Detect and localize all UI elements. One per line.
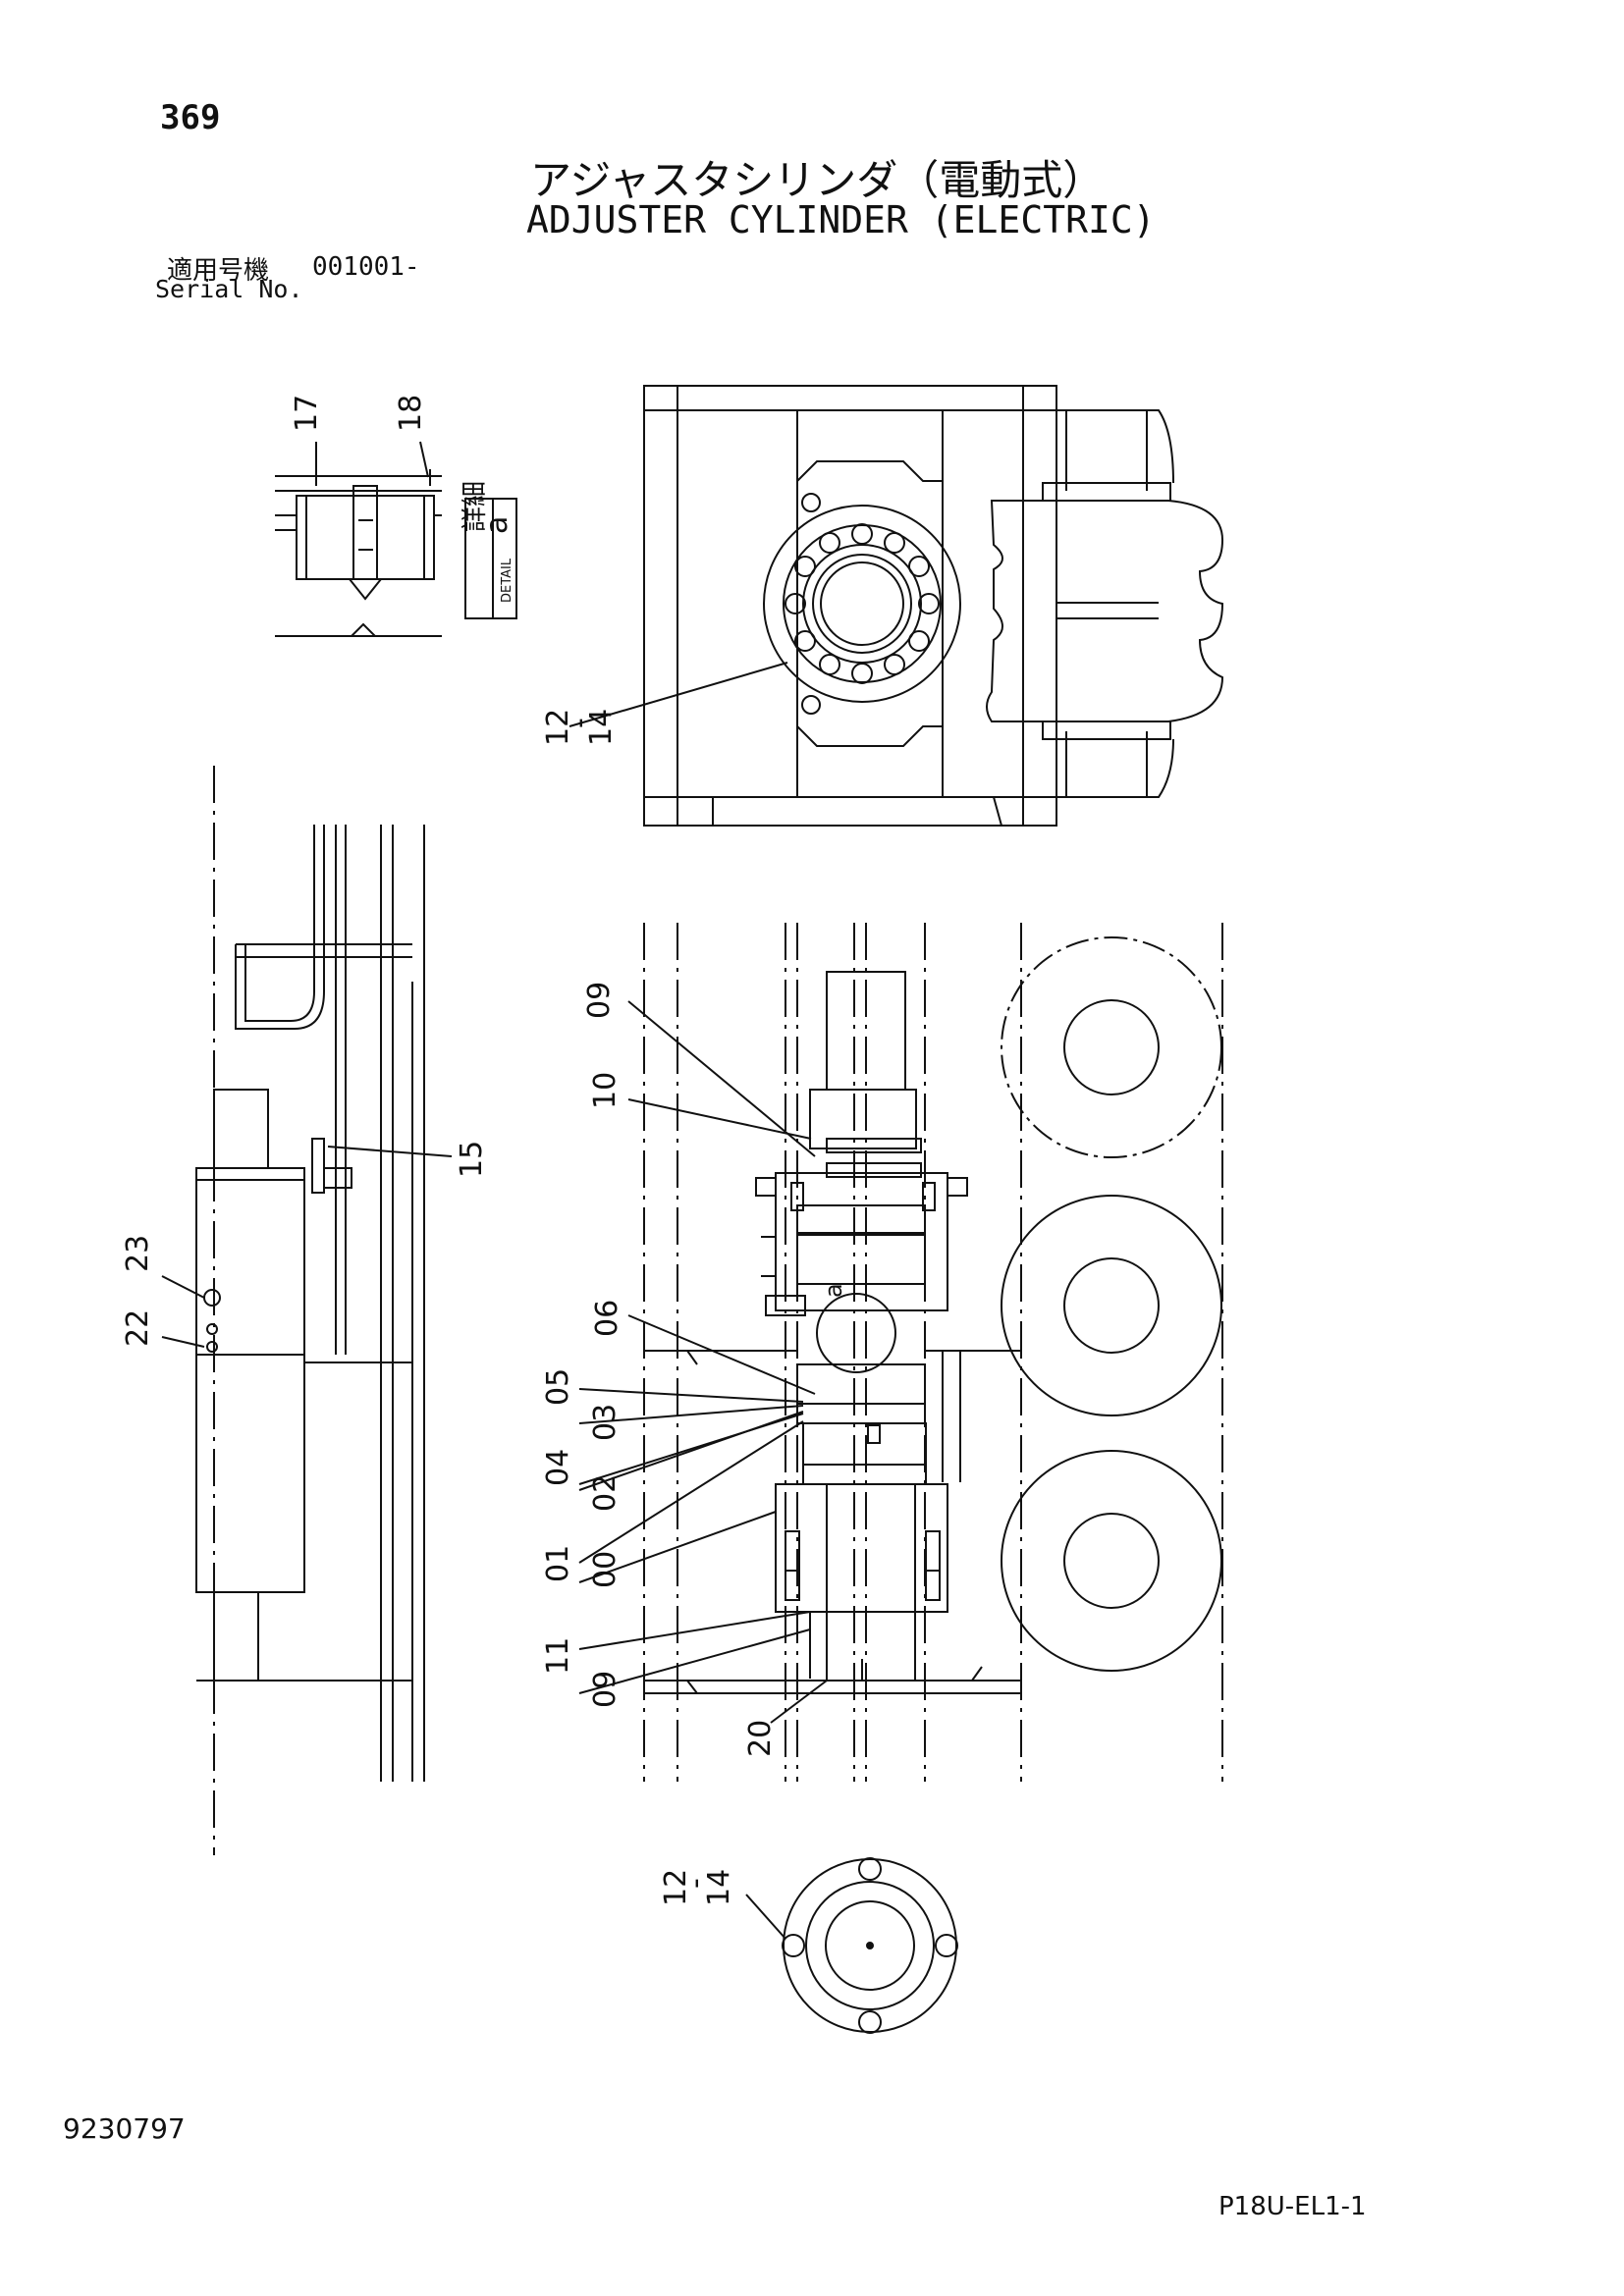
callout-10: 10 <box>588 1072 623 1109</box>
detail-a-view <box>275 469 442 637</box>
callout-02: 02 <box>588 1474 623 1512</box>
callout-labels: 詳細 DETAIL a a 17 18 12 - 14 15 23 22 09 … <box>121 395 847 1906</box>
callout-dash-bottom: - <box>678 1878 713 1889</box>
callout-14-bottom: 14 <box>702 1869 736 1906</box>
page-title-japanese: アジャスタシリンダ（電動式） <box>530 156 1105 204</box>
page-code: P18U-EL1-1 <box>1218 2192 1367 2221</box>
callout-14-top: 14 <box>584 709 619 746</box>
detail-label-box <box>464 498 517 619</box>
leader-22 <box>161 1336 205 1348</box>
callout-00: 00 <box>588 1551 623 1588</box>
callout-12-bottom: 12 <box>659 1869 693 1906</box>
callout-20: 20 <box>743 1720 778 1757</box>
callout-dash-top: - <box>563 718 597 728</box>
page-title-english: ADJUSTER CYLINDER (ELECTRIC) <box>526 198 1156 241</box>
callout-marker-23 <box>203 1289 221 1307</box>
detail-a-circle-marker <box>816 1293 896 1373</box>
callout-09-lower: 09 <box>588 1671 623 1708</box>
serial-label-japanese: 適用号機 <box>167 256 270 286</box>
callout-01: 01 <box>541 1545 575 1582</box>
top-plan-view <box>643 385 1224 827</box>
main-section-view <box>643 923 1223 1782</box>
callout-23: 23 <box>121 1235 155 1272</box>
callout-05: 05 <box>541 1368 575 1406</box>
leader-12-14-top <box>568 662 788 727</box>
callout-06: 06 <box>590 1300 624 1337</box>
flange-bolt-ring <box>785 523 940 684</box>
callout-04: 04 <box>541 1449 575 1486</box>
detail-letter: a <box>480 516 514 534</box>
leader-12-14-bottom <box>745 1894 786 1940</box>
detail-label-english: DETAIL <box>500 558 514 603</box>
callout-03: 03 <box>588 1404 623 1441</box>
serial-label-english: Serial No. <box>155 275 303 303</box>
drawing-number: 9230797 <box>63 2112 186 2145</box>
left-side-view <box>195 766 425 1855</box>
detail-circle-letter: a <box>820 1283 847 1298</box>
detail-label-japanese: 詳細 <box>460 481 490 532</box>
callout-17: 17 <box>290 395 324 432</box>
rollers <box>1001 936 1222 1672</box>
page-number: 369 <box>160 98 221 137</box>
callout-18: 18 <box>394 395 428 432</box>
leader-15 <box>327 1146 453 1157</box>
callout-marker-22 <box>206 1323 218 1335</box>
serial-number-value: 001001- <box>312 252 420 282</box>
callout-22: 22 <box>121 1309 155 1347</box>
callout-11: 11 <box>541 1637 575 1675</box>
callout-15: 15 <box>455 1141 489 1178</box>
main-view-leaders <box>578 1000 828 1724</box>
bottom-end-view <box>782 1857 958 2034</box>
leader-18 <box>419 441 429 478</box>
callout-12-top: 12 <box>541 709 575 746</box>
callout-09-upper: 09 <box>582 982 617 1019</box>
leader-23 <box>161 1275 205 1299</box>
